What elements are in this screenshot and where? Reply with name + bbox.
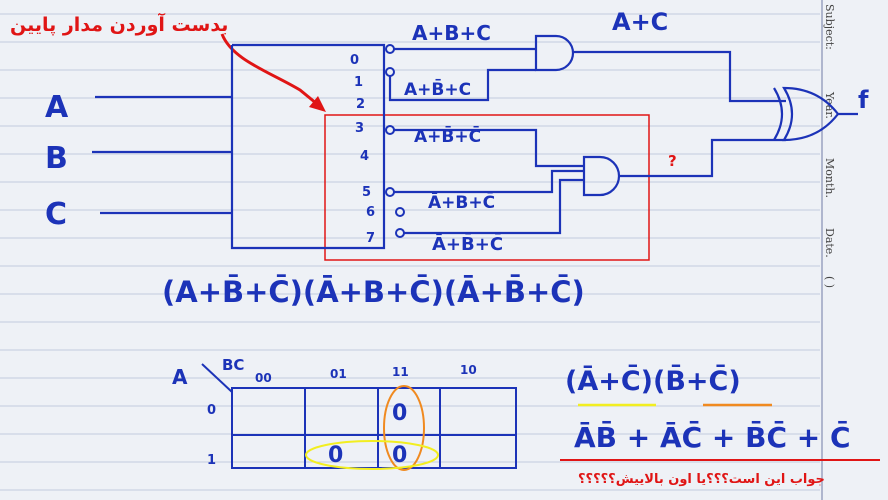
decoder-output-1: 1 xyxy=(354,75,363,90)
product-expression: (A+B̄+C̄)(Ā+B+C̄)(Ā+B̄+C̄) xyxy=(162,275,585,309)
kmap-col-11: 11 xyxy=(392,365,409,379)
kmap-cell-1-11: 0 xyxy=(392,443,407,468)
decoder-output-6: 6 xyxy=(366,205,375,220)
term-0-label: A+B+C xyxy=(412,21,491,45)
term-1-label: A+B̄+C xyxy=(404,78,471,100)
side-label-month: Month. xyxy=(823,158,836,198)
kmap-cell-1-01: 0 xyxy=(328,443,343,468)
kmap-col-01: 01 xyxy=(330,367,347,381)
kmap-group-orange xyxy=(383,385,425,471)
pos-result: (Ā+C̄)(B̄+C̄) xyxy=(565,364,741,397)
kmap-col-00: 00 xyxy=(255,371,272,385)
term-3-label: A+B̄+C̄ xyxy=(414,125,481,147)
kmap-row-0: 0 xyxy=(207,403,216,418)
side-labels: Subject: Year. Month. Date. ( ) xyxy=(823,4,836,288)
side-label-date: Date. xyxy=(823,228,836,258)
decoder-output-4: 4 xyxy=(360,149,369,164)
annotation-bottom: جواب این است؟؟؟یا اون بالاییش؟؟؟؟؟ xyxy=(578,472,825,487)
decoder-output-3: 3 xyxy=(355,121,364,136)
decoder-output-numbers: 0 1 2 3 4 5 6 7 xyxy=(350,53,375,246)
term-5-label: Ā+B+C̄ xyxy=(428,191,495,213)
kmap-grid xyxy=(231,387,517,469)
annotation-arrow xyxy=(220,33,323,110)
term-7-label: Ā+B̄+C̄ xyxy=(432,233,503,255)
annotation-top: بدست آوردن مدار پایین xyxy=(10,12,228,36)
question-mark: ? xyxy=(668,152,677,170)
decoder-output-0: 0 xyxy=(350,53,359,68)
kmap-col-10: 10 xyxy=(460,363,477,377)
decoder-output-7: 7 xyxy=(366,231,375,246)
kmap-corner-a: A xyxy=(172,365,188,389)
side-label-paren: ( ) xyxy=(823,276,836,288)
side-label-subject: Subject: xyxy=(823,4,836,50)
kmap-row-1: 1 xyxy=(207,453,216,468)
arrow-head-icon xyxy=(309,96,326,112)
kmap-cell-0-11: 0 xyxy=(392,401,407,426)
decoder-output-5: 5 xyxy=(362,185,371,200)
input-a-label: A xyxy=(45,90,69,125)
kmap-corner-bc: BC xyxy=(222,356,244,374)
decoder-output-2: 2 xyxy=(356,97,365,112)
wiring xyxy=(92,34,858,250)
sop-result: ĀB̄ + ĀC̄ + B̄C̄ + C̄ xyxy=(574,420,851,454)
top-label: A+C xyxy=(612,8,668,36)
decoder-output-bubbles xyxy=(385,44,405,238)
ruled-lines xyxy=(0,13,820,491)
input-c-label: C xyxy=(45,197,67,232)
input-b-label: B xyxy=(45,141,68,176)
kmap-col-headers: 00 01 11 10 xyxy=(255,363,477,385)
kmap-corner-slash xyxy=(201,363,233,393)
output-label: f xyxy=(858,86,869,114)
kmap-group-yellow xyxy=(305,440,439,470)
highlight-box xyxy=(324,114,650,261)
